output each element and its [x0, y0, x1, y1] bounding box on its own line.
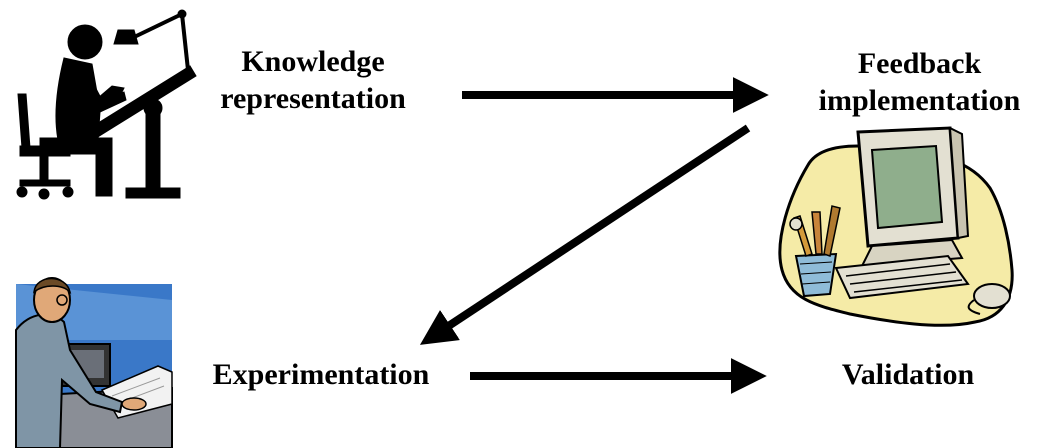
knowledge-line-1: Knowledge	[241, 45, 385, 78]
validation-line-1: Validation	[841, 358, 975, 391]
engineer-illustration	[15, 277, 173, 448]
step-label-knowledge-representation: Knowledge representation	[203, 43, 423, 117]
step-label-experimentation: Experimentation	[196, 356, 446, 393]
knowledge-line-2: representation	[220, 82, 406, 115]
feedback-line-1: Feedback	[857, 47, 982, 80]
experimentation-line-1: Experimentation	[212, 358, 430, 391]
feedback-line-2: implementation	[818, 84, 1021, 117]
arrow-feedback-to-experimentation	[419, 124, 751, 345]
drafter-illustration	[16, 9, 197, 200]
step-label-feedback-implementation: Feedback implementation	[800, 45, 1039, 119]
computer-illustration	[778, 126, 1014, 327]
step-label-validation: Validation	[828, 356, 988, 393]
